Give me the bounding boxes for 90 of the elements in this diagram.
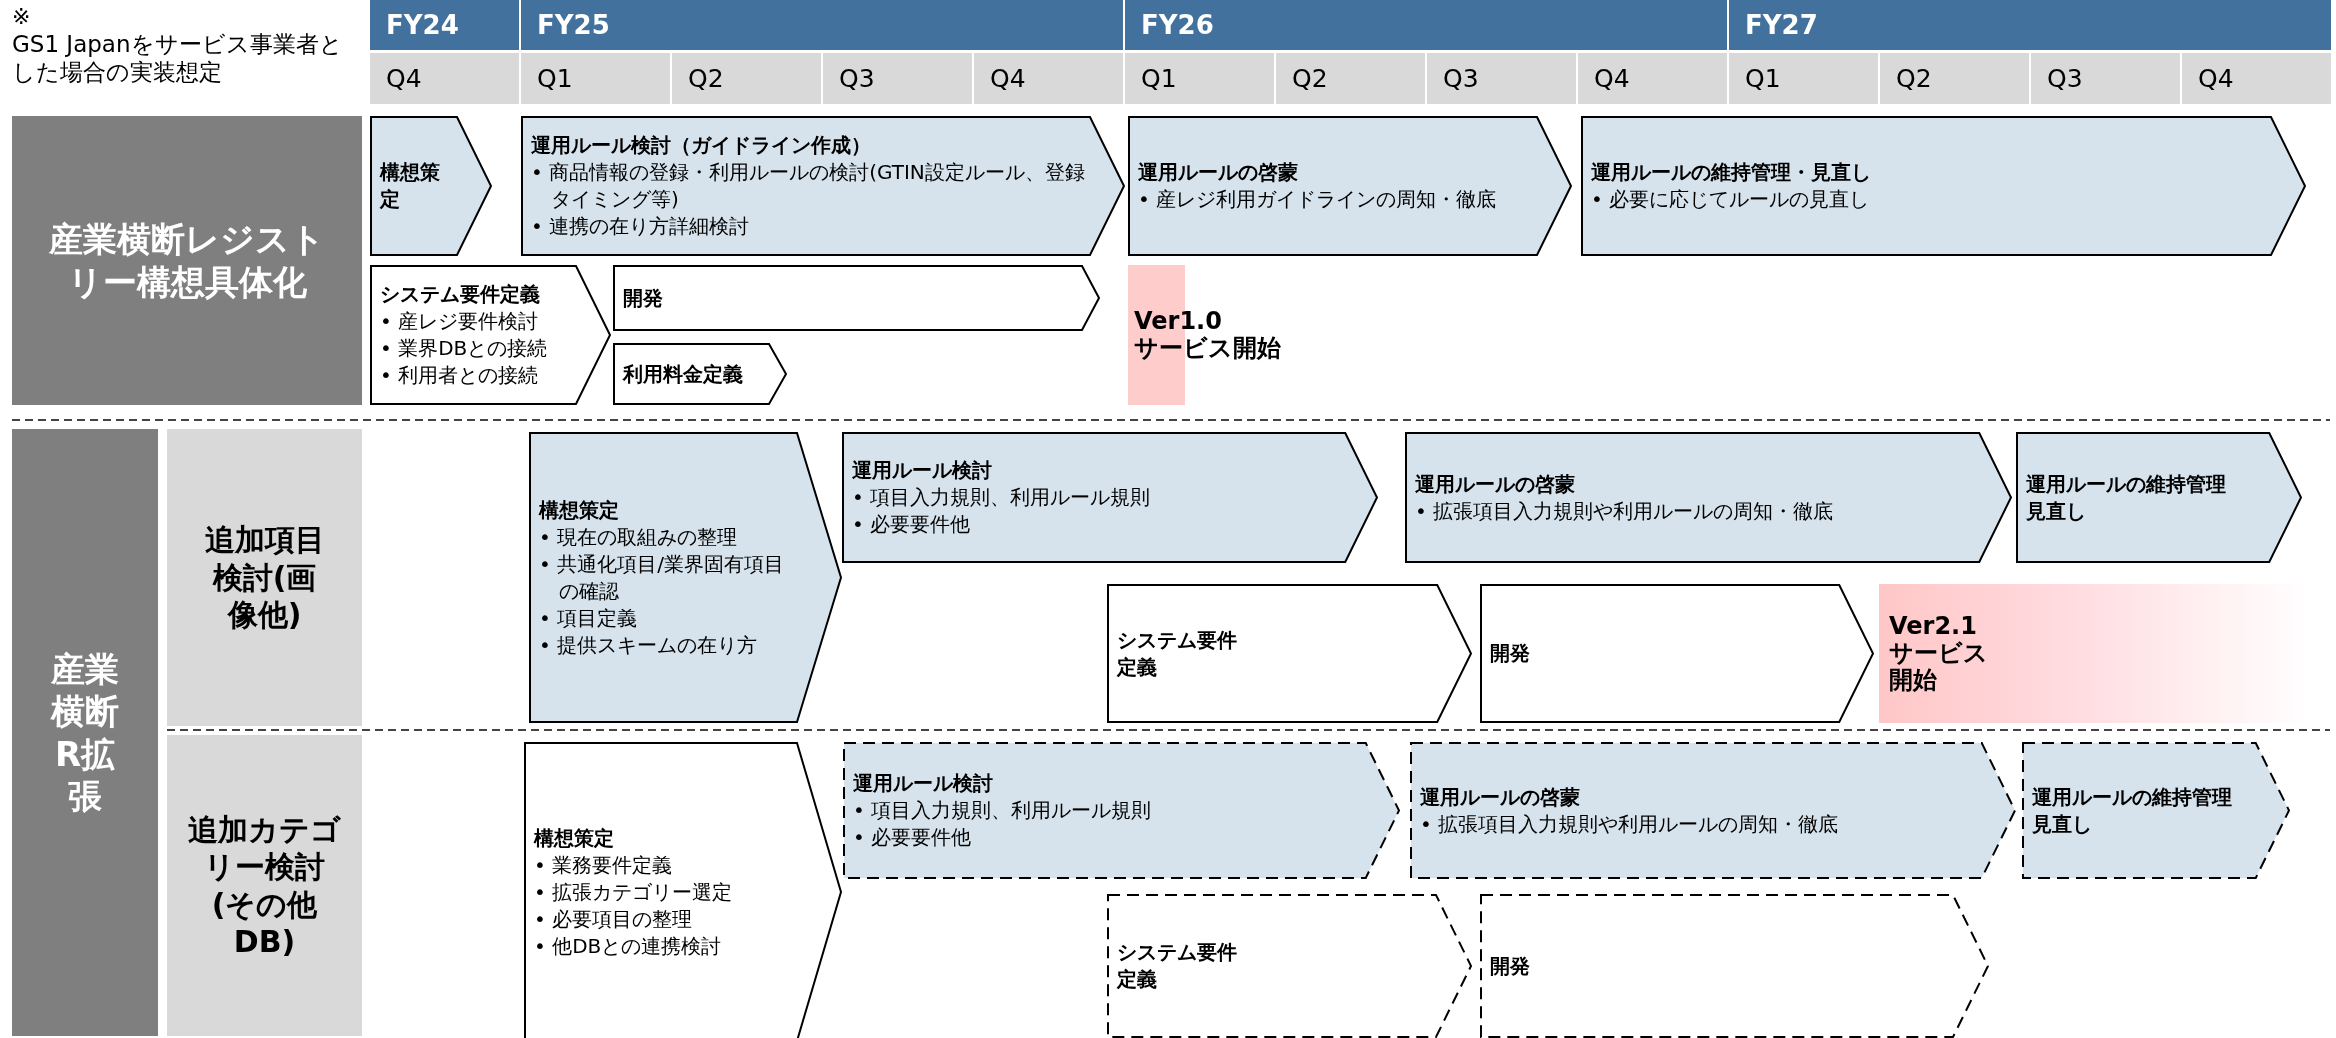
chevron-step	[370, 265, 611, 405]
chevron-step	[1107, 584, 1472, 723]
bullet-item: • 産レジ要件検討	[380, 308, 540, 335]
step-title: 運用ルールの維持管理見直し	[2032, 783, 2232, 838]
bullet-item: • 利用者との接続	[380, 362, 540, 389]
quarter-header: Q4	[1578, 53, 1727, 104]
bullet-item: • 他DBとの連携検討	[534, 932, 723, 960]
bullet-item: • 現在の取組みの整理	[539, 523, 739, 551]
chevron-step	[2022, 742, 2290, 879]
bullet-item: • 共通化項目/業界固有項目の確認	[539, 550, 785, 605]
bullet-item: • 拡張項目入力規則や利用ルールの周知・徹底	[1420, 810, 1840, 838]
bullet-item: • 商品情報の登録・利用ルールの検討(GTIN設定ルール、登録タイミング等)	[531, 159, 1086, 213]
bullet-item: • 項目定義	[539, 604, 639, 632]
quarter-header: Q1	[1125, 53, 1274, 104]
chevron-step	[1410, 742, 2016, 879]
fiscal-year-header: FY27	[1729, 0, 2331, 50]
step-title: 運用ルール検討（ガイドライン作成）	[531, 132, 872, 159]
quarter-header: Q2	[1276, 53, 1425, 104]
step-title: 運用ルールの啓蒙	[1138, 159, 1299, 186]
row-heading-panel	[167, 429, 362, 726]
milestone-label: サービス開始	[1134, 335, 1282, 362]
chevron-step	[1107, 894, 1472, 1038]
step-title: システム要件定義	[380, 281, 541, 308]
quarter-header: Q4	[2182, 53, 2331, 104]
bullet-item: • 項目入力規則、利用ルール規則	[852, 484, 1152, 511]
row-heading-panel	[167, 735, 362, 1036]
quarter-header: Q1	[1729, 53, 1878, 104]
step-title: 利用料金定義	[623, 360, 744, 388]
row-heading: 産業横断R拡張	[49, 647, 120, 818]
bullet-item: • 産レジ利用ガイドラインの周知・徹底	[1138, 186, 1498, 213]
quarter-header: Q3	[1427, 53, 1576, 104]
quarter-header: Q4	[370, 53, 519, 104]
step-title: システム要件定義	[1117, 626, 1237, 681]
bullet-item: • 連携の在り方詳細検討	[531, 213, 751, 240]
quarter-header: Q2	[1880, 53, 2029, 104]
step-title: 構想策定	[380, 159, 441, 213]
bullet-item: • 項目入力規則、利用ルール規則	[853, 797, 1153, 824]
row-heading: 産業横断レジストリー構想具体化	[48, 218, 326, 303]
bullet-item: • 必要要件他	[853, 824, 973, 851]
row-heading-panel	[12, 429, 158, 1036]
quarter-header: Q3	[823, 53, 972, 104]
row-heading-panel	[12, 116, 362, 405]
bullet-item: • 必要に応じてルールの見直し	[1591, 186, 1871, 213]
chevron-step	[613, 265, 1100, 331]
step-title: 運用ルールの維持管理見直し	[2026, 470, 2226, 525]
row-heading: 追加項目検討(画像他)	[203, 521, 326, 634]
milestone-label: サービス開始	[1889, 640, 1989, 694]
step-title: 運用ルールの啓蒙	[1420, 783, 1581, 811]
fiscal-year-header: FY24	[370, 0, 519, 50]
chevron-step	[1480, 894, 1989, 1038]
step-title: 開発	[1490, 640, 1531, 667]
step-title: 開発	[623, 284, 664, 312]
milestone-label: Ver2.1	[1889, 613, 1978, 640]
bullet-item: • 必要項目の整理	[534, 905, 694, 933]
chevron-step	[1128, 116, 1572, 256]
step-title: 開発	[1490, 952, 1531, 980]
step-title: 運用ルールの維持管理・見直し	[1591, 159, 1872, 186]
step-title: 運用ルール検討	[853, 770, 994, 797]
chevron-step	[529, 432, 842, 723]
step-title: 構想策定	[539, 496, 620, 524]
bullet-item: • 必要要件他	[852, 511, 972, 538]
step-title: システム要件定義	[1117, 939, 1237, 993]
note-text: GS1 Japanをサービス事業者とした場合の実装想定	[12, 30, 344, 86]
milestone-label: Ver1.0	[1134, 308, 1223, 335]
chevron-step	[524, 742, 842, 1038]
chevron-step	[613, 343, 787, 405]
fiscal-year-header: FY26	[1125, 0, 1727, 50]
fiscal-year-header: FY25	[521, 0, 1123, 50]
quarter-header: Q4	[974, 53, 1123, 104]
chevron-step	[370, 116, 492, 256]
quarter-header: Q1	[521, 53, 670, 104]
chevron-step	[842, 432, 1378, 563]
step-title: 運用ルール検討	[852, 457, 993, 484]
bullet-item: • 業務要件定義	[534, 851, 674, 879]
bullet-item: • 業界DBとの接続	[380, 335, 549, 362]
row-heading: 追加カテゴリー検討(その他DB)	[187, 810, 342, 961]
bullet-item: • 提供スキームの在り方	[539, 631, 759, 659]
chevron-step	[2016, 432, 2302, 563]
chevron-step	[521, 116, 1125, 256]
chevron-step	[843, 742, 1400, 879]
chevron-step	[1581, 116, 2306, 256]
quarter-header: Q3	[2031, 53, 2180, 104]
bullet-item: • 拡張項目入力規則や利用ルールの周知・徹底	[1415, 497, 1835, 525]
chevron-step	[1480, 584, 1874, 723]
quarter-header: Q2	[672, 53, 821, 104]
step-title: 構想策定	[534, 824, 615, 852]
step-title: 運用ルールの啓蒙	[1415, 470, 1576, 498]
chevron-step	[1405, 432, 2012, 563]
note-mark: ※	[12, 4, 31, 29]
bullet-item: • 拡張カテゴリー選定	[534, 878, 734, 906]
